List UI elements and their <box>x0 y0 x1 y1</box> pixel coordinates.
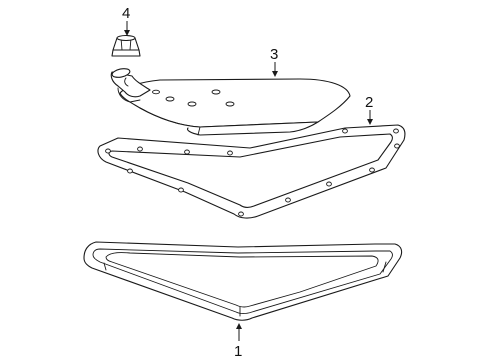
part-3-filter <box>110 68 351 136</box>
callout-2-group: 2 <box>365 94 373 125</box>
part-2-gasket <box>97 124 406 219</box>
callout-3-arrowhead <box>272 71 278 77</box>
callout-1-label: 1 <box>234 343 242 360</box>
part-1-oil-pan <box>83 241 403 321</box>
callout-4-label: 4 <box>122 5 130 22</box>
callout-3-label: 3 <box>270 46 278 63</box>
part-4-plug <box>111 34 141 57</box>
callout-4-group: 4 <box>122 5 130 36</box>
callout-2-label: 2 <box>365 94 373 111</box>
callout-2-arrowhead <box>367 119 373 125</box>
callout-3-group: 3 <box>270 46 278 77</box>
callout-1-group: 1 <box>234 323 242 360</box>
callout-1-arrowhead <box>236 323 242 329</box>
callout-4-arrowhead <box>124 30 130 36</box>
